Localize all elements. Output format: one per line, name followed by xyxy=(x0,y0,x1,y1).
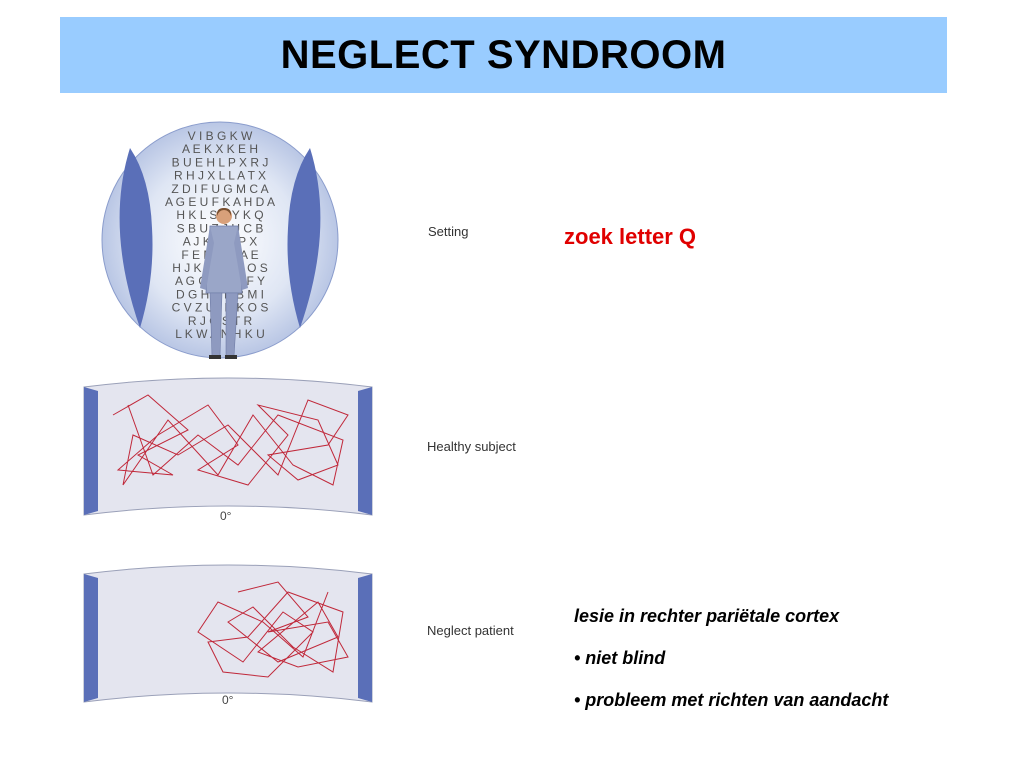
globe-letter-row: A G E U F K A H D A xyxy=(165,195,275,209)
globe-letter-row: A E K X K E H xyxy=(182,142,258,156)
setting-label: Setting xyxy=(428,224,469,239)
globe-letter-row: B U E H L P X R J xyxy=(172,155,269,169)
notes-bullet-1: • niet blind xyxy=(574,648,666,668)
healthy-label: Healthy subject xyxy=(427,439,516,454)
notes-heading: lesie in rechter pariëtale cortex xyxy=(574,606,840,626)
task-instruction: zoek letter Q xyxy=(564,224,697,249)
globe-letter-row: Z D I F U G M C A xyxy=(171,182,268,196)
setting-illustration: V I B G K WA E K X K E HB U E H L P X R … xyxy=(101,121,339,359)
neglect-label: Neglect patient xyxy=(427,623,514,638)
right-wall-edge xyxy=(287,148,321,328)
globe-letter-row: R H J X L L A T X xyxy=(174,169,266,183)
neglect-patient-panel xyxy=(83,564,373,703)
scan-trace-neglect xyxy=(197,581,349,678)
title-bar: NEGLECT SYNDROOM xyxy=(60,17,947,93)
slide-title: NEGLECT SYNDROOM xyxy=(280,32,727,77)
notes-block: lesie in rechter pariëtale cortex • niet… xyxy=(574,604,888,730)
degree-label-neglect: 0° xyxy=(222,693,234,707)
left-wall-edge xyxy=(119,148,153,328)
notes-bullet-2: • probleem met richten van aandacht xyxy=(574,690,889,710)
scan-trace-healthy xyxy=(112,394,349,486)
person-figure xyxy=(200,208,248,359)
healthy-subject-panel xyxy=(83,377,373,516)
degree-label-healthy: 0° xyxy=(220,509,232,523)
globe-letter-row: V I B G K W xyxy=(188,129,253,143)
